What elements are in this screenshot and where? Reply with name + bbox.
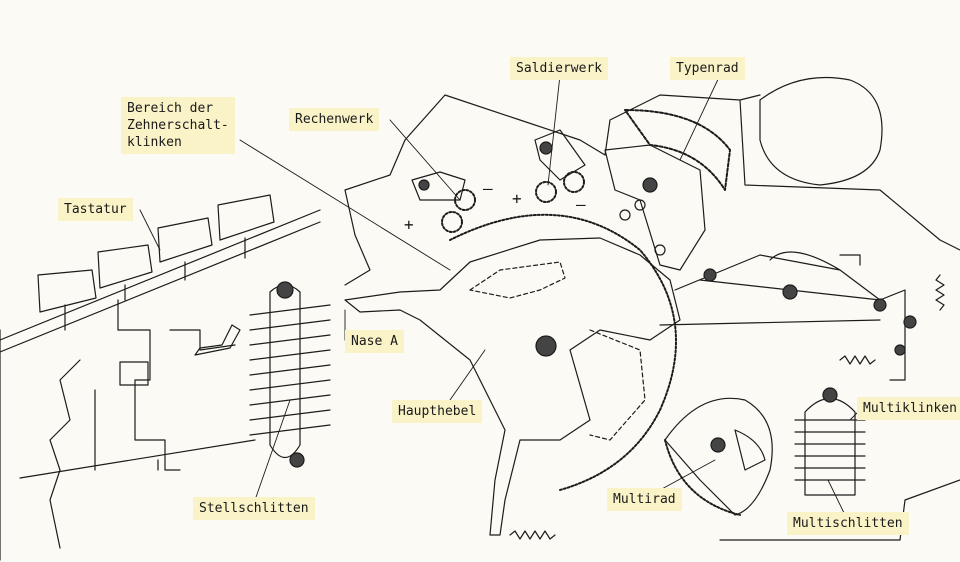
rechenwerk-gears	[411, 171, 476, 233]
linkage-pivot	[903, 315, 917, 329]
springs	[509, 274, 945, 540]
linkage-pivot	[873, 298, 887, 312]
label-typenrad: Typenrad	[670, 57, 745, 80]
label-multiklinken: Multiklinken	[857, 397, 960, 420]
label-rechenwerk: Rechenwerk	[289, 108, 380, 131]
label-nase-a: Nase A	[345, 330, 404, 353]
multischlitten-part	[794, 387, 866, 496]
key-pawl	[194, 324, 241, 356]
label-leader-lines	[139, 74, 861, 516]
platen-roller	[759, 77, 883, 186]
saldierwerk-gears	[534, 129, 586, 203]
sign-plus-rechenwerk: +	[404, 215, 414, 234]
linkage-pivot	[894, 344, 906, 356]
label-stellschlitten: Stellschlitten	[193, 497, 315, 520]
label-saldierwerk: Saldierwerk	[510, 57, 609, 80]
label-tastatur: Tastatur	[58, 198, 133, 221]
multirad-part	[664, 397, 773, 516]
keyboard-keys	[37, 194, 275, 331]
haupthebel-gear-sector	[449, 213, 677, 491]
label-multirad: Multirad	[607, 488, 682, 511]
typenrad-part	[604, 109, 731, 271]
stellschlitten-part	[249, 281, 331, 468]
key-lever-linkage	[19, 299, 256, 479]
sign-plus-saldierwerk: +	[512, 189, 522, 208]
linkage-pivot	[703, 268, 717, 282]
housing-outline	[0, 94, 960, 561]
haupthebel-part	[344, 237, 681, 536]
label-haupthebel: Haupthebel	[392, 400, 483, 423]
linkage-pivot	[782, 284, 798, 300]
label-bereich-zehnerschaltklinken: Bereich der Zehnerschalt- klinken	[121, 97, 235, 154]
keyboard-deck	[0, 209, 321, 353]
sign-minus-rechenwerk: –	[483, 179, 493, 198]
label-multischlitten: Multischlitten	[787, 512, 909, 535]
sign-minus-saldierwerk: –	[576, 195, 586, 214]
